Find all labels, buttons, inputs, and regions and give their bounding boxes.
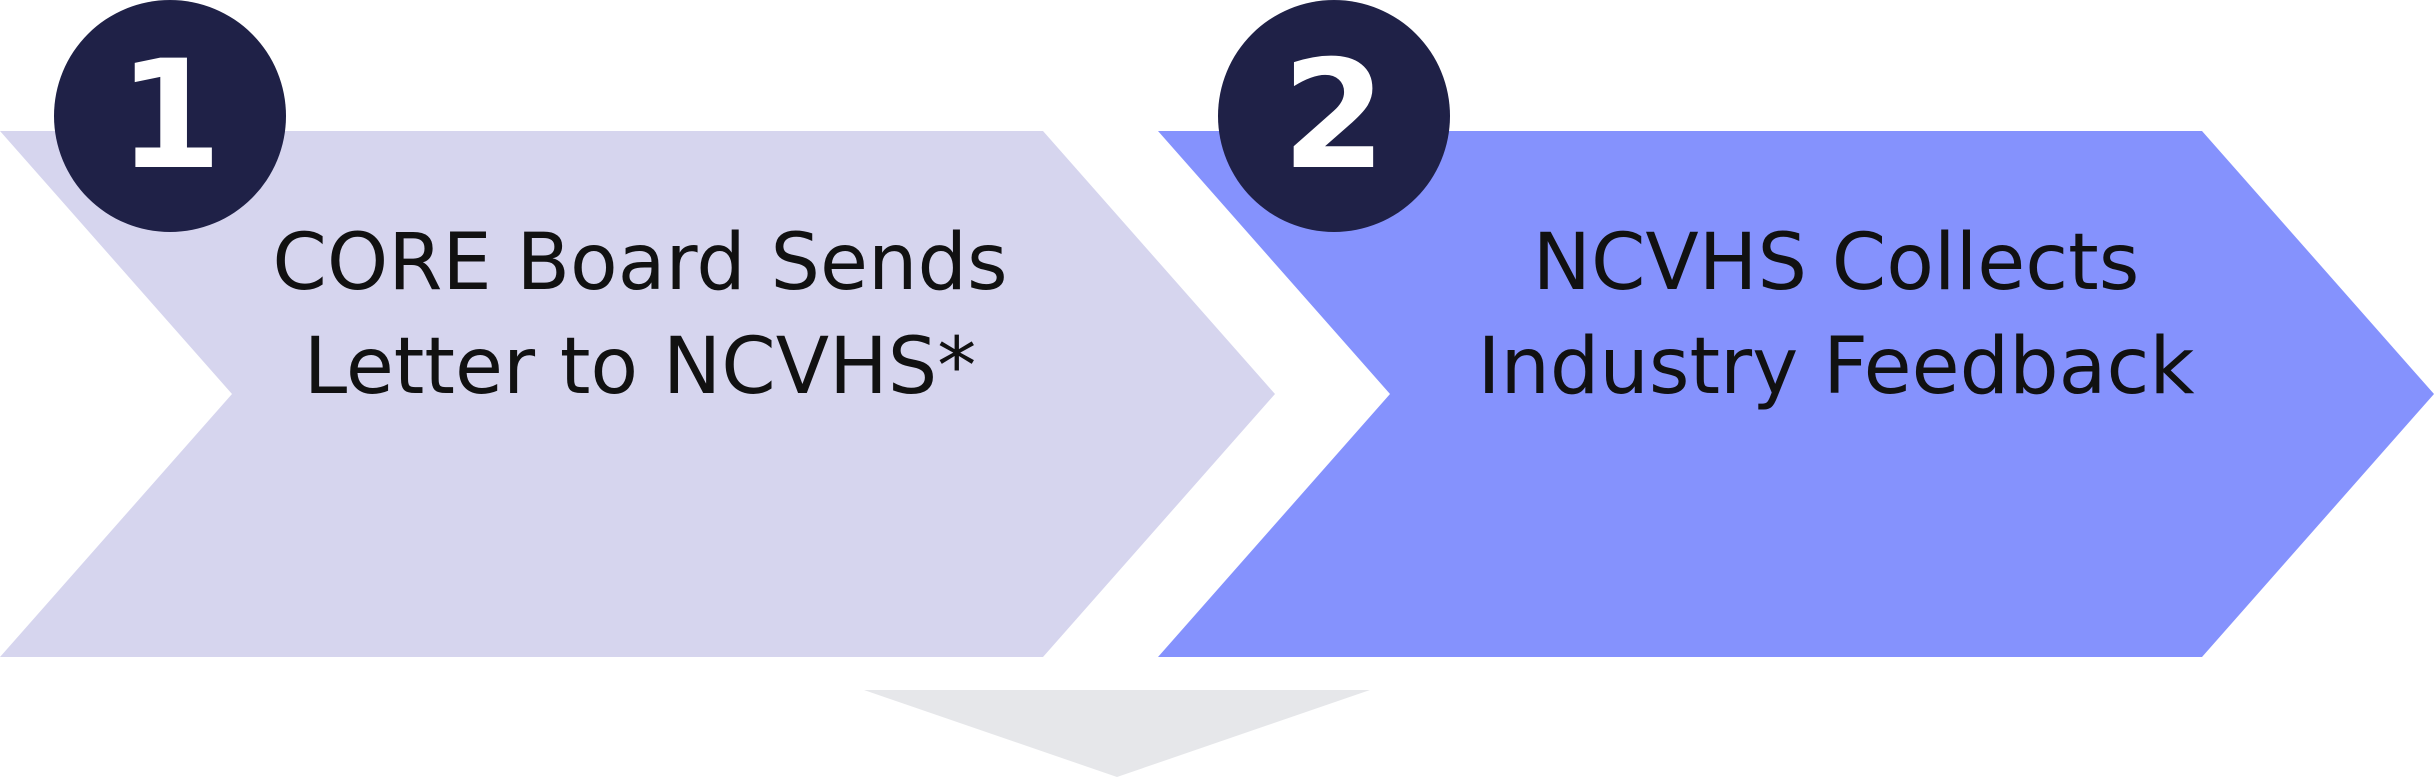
step-2-label-line-1: NCVHS Collects <box>1532 218 2140 308</box>
step-1-label-line-1: CORE Board Sends <box>272 218 1008 308</box>
step-2-label: NCVHS Collects Industry Feedback <box>1386 130 2286 500</box>
step-1-label: CORE Board Sends Letter to NCVHS* <box>190 130 1090 500</box>
step-2-number: 2 <box>1281 29 1387 203</box>
step-1-number: 1 <box>117 29 223 203</box>
step-1-number-badge: 1 <box>54 0 286 232</box>
step-1-chevron <box>0 131 1275 657</box>
next-step-chevron-partial <box>864 690 1370 777</box>
step-1-label-line-2: Letter to NCVHS* <box>303 322 977 412</box>
step-2-chevron <box>1158 131 2434 657</box>
step-2-number-badge: 2 <box>1218 0 1450 232</box>
step-2-label-line-2: Industry Feedback <box>1477 322 2195 412</box>
